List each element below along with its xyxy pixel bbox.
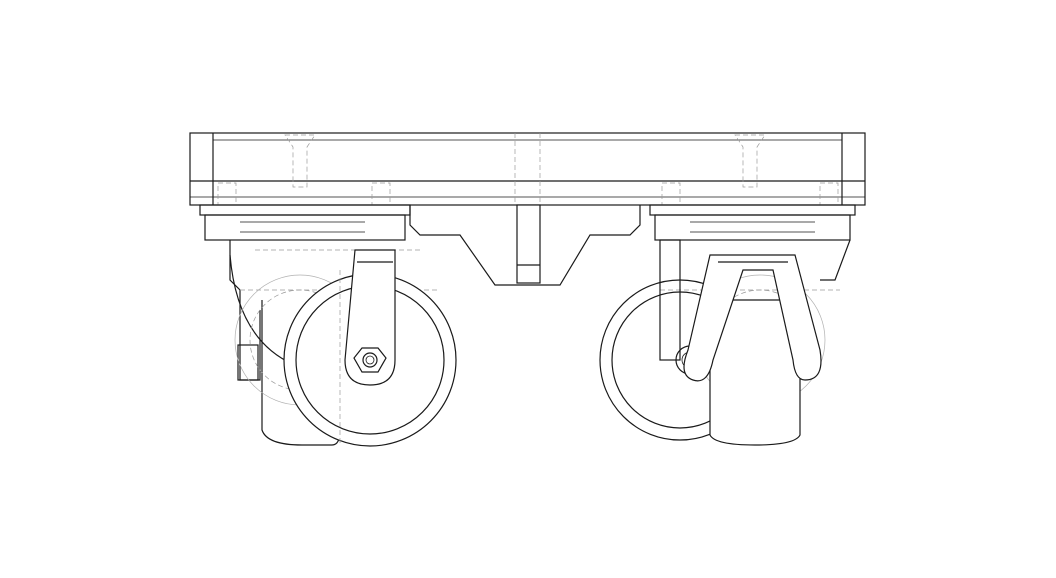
left-caster xyxy=(199,204,457,447)
right-caster xyxy=(599,204,856,446)
top-plate xyxy=(189,132,866,206)
center-block xyxy=(409,204,641,286)
